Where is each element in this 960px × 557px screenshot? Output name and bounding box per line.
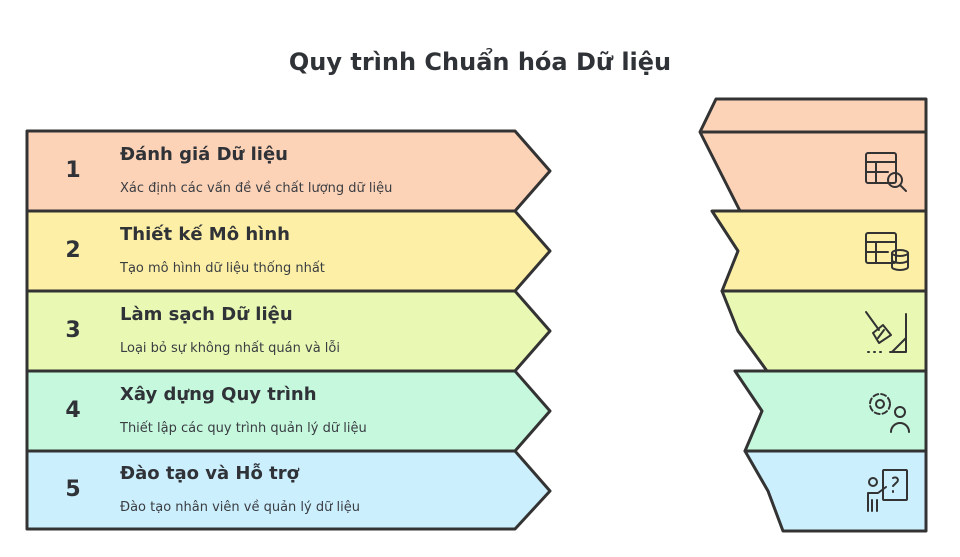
step-arrow-5 — [25, 449, 552, 531]
funnel-block-5 — [743, 449, 928, 533]
funnel-block-1 — [698, 97, 928, 213]
step-number: 2 — [65, 238, 81, 263]
step-title: Đào tạo và Hỗ trợ — [120, 463, 299, 484]
step-number: 1 — [65, 158, 81, 183]
step-title: Thiết kế Mô hình — [120, 224, 290, 245]
step-description: Loại bỏ sự không nhất quán và lỗi — [120, 341, 340, 356]
funnel-block-4 — [733, 369, 928, 453]
step-number: 5 — [65, 477, 81, 502]
step-title: Xây dựng Quy trình — [120, 384, 317, 405]
step-title: Làm sạch Dữ liệu — [120, 304, 293, 325]
step-number: 4 — [65, 398, 81, 423]
step-arrow-3 — [25, 289, 552, 373]
step-description: Tạo mô hình dữ liệu thống nhất — [120, 261, 325, 276]
gear-person-icon — [869, 393, 910, 433]
step-number: 3 — [65, 318, 81, 343]
step-arrow-1 — [25, 129, 552, 213]
step-arrow-2 — [25, 209, 552, 293]
step-description: Xác định các vấn đề về chất lượng dữ liệ… — [120, 181, 393, 196]
diagram-title: Quy trình Chuẩn hóa Dữ liệu — [288, 48, 672, 76]
funnel-block-3 — [720, 289, 928, 373]
step-description: Đào tạo nhân viên về quản lý dữ liệu — [120, 500, 360, 515]
table-search-icon — [865, 152, 907, 192]
step-description: Thiết lập các quy trình quản lý dữ liệu — [120, 421, 367, 436]
broom-icon — [865, 311, 907, 353]
table-database-icon — [865, 232, 909, 271]
step-title: Đánh giá Dữ liệu — [120, 144, 288, 165]
presenter-board-icon — [867, 469, 908, 512]
step-arrow-4 — [25, 369, 552, 453]
